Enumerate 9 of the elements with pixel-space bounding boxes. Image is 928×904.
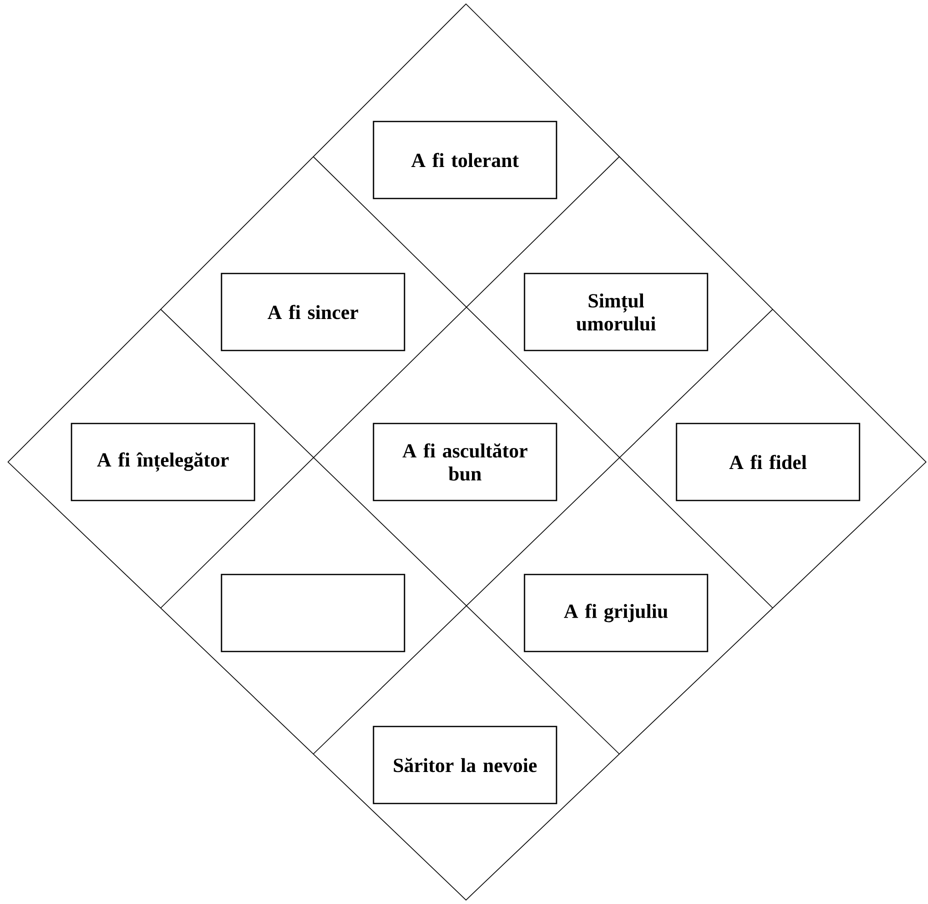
text-box: Săritor la nevoie bbox=[372, 726, 558, 804]
text-box: A fi tolerant bbox=[372, 120, 558, 200]
text-box: A fi ascultător bun bbox=[372, 422, 558, 502]
text-box: A fi fidel bbox=[676, 422, 860, 502]
text-box: A fi înțelegător bbox=[70, 422, 256, 502]
empty-box bbox=[220, 574, 406, 652]
text-box: A fi grijuliu bbox=[524, 574, 708, 652]
text-box: Simțul umorului bbox=[524, 272, 708, 352]
text-box: A fi sincer bbox=[220, 272, 406, 352]
